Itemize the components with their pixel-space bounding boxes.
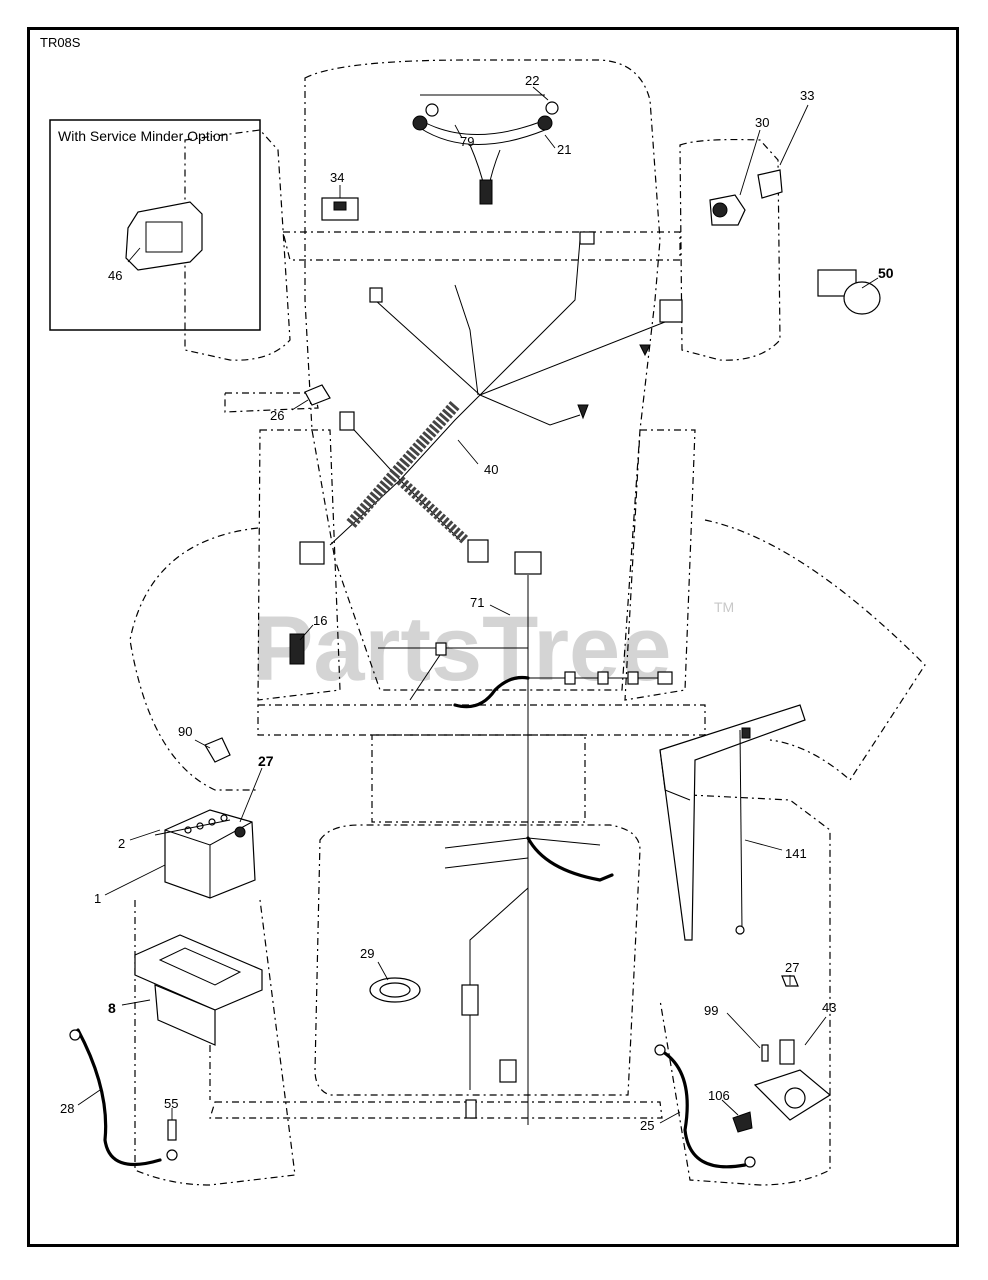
callout-90: 90 [178,724,192,739]
callout-29: 29 [360,946,374,961]
tractor-outline [129,59,926,1186]
callout-106: 106 [708,1088,730,1103]
service-minder-part [125,201,203,271]
battery-cable [658,1048,747,1169]
callout-43: 43 [822,1000,836,1015]
battery [154,809,256,899]
starter-solenoid [732,975,832,1133]
switch-16-part [289,633,305,665]
callout-22: 22 [525,73,539,88]
callout-99: 99 [704,1003,718,1018]
pto-switch [817,269,881,315]
callout-46: 46 [108,268,122,283]
callout-30: 30 [755,115,769,130]
leader-lines [77,86,879,1124]
callout-labels: 22 79 21 33 30 34 46 50 26 40 71 16 90 2… [60,73,894,1133]
watermark-tm: TM [714,599,734,615]
bolt-55 [167,1119,177,1141]
callout-8: 8 [108,1000,116,1016]
callout-28: 28 [60,1101,74,1116]
callout-50: 50 [878,265,894,281]
part-90 [204,737,231,763]
diagram-code: TR08S [40,35,81,50]
headlight-harness [412,94,559,205]
chassis-harness [378,551,673,1125]
ground-cable [76,1028,162,1167]
relay-part [304,384,331,406]
callout-27-battery: 27 [258,753,274,769]
callout-21: 21 [557,142,571,157]
service-minder-inset [49,119,261,331]
callout-79: 79 [460,134,474,149]
callout-2: 2 [118,836,125,851]
solenoid-bracket [659,704,806,941]
main-wiring-harness [299,231,683,565]
callout-16: 16 [313,613,327,628]
callout-71: 71 [470,595,484,610]
ignition-switch [709,169,783,226]
callout-27-solenoid: 27 [785,960,799,975]
callout-1: 1 [94,891,101,906]
battery-tray [134,934,263,1046]
callout-26: 26 [270,408,284,423]
callout-55: 55 [164,1096,178,1111]
callout-34: 34 [330,170,344,185]
diagram-frame [27,27,959,1247]
callout-40: 40 [484,462,498,477]
callout-141: 141 [785,846,807,861]
callout-33: 33 [800,88,814,103]
callout-25: 25 [640,1118,654,1133]
